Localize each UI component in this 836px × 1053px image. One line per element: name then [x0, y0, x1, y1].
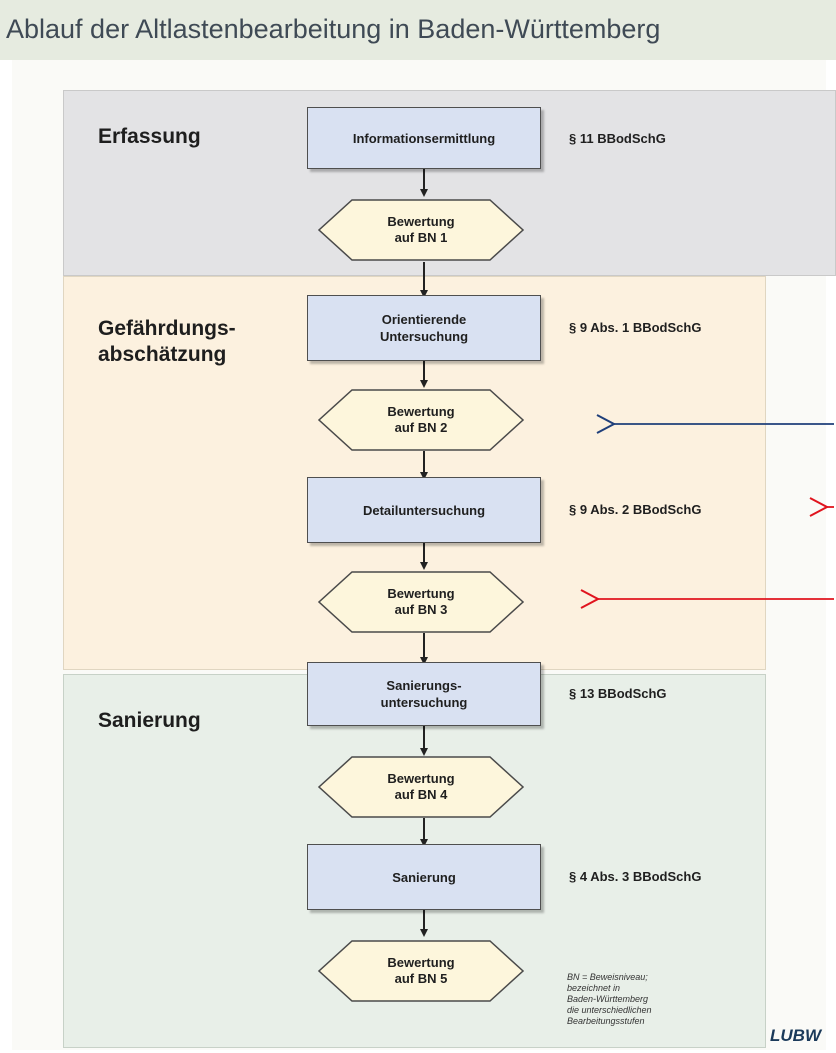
evaluation-bn4: Bewertung auf BN 4 [318, 756, 524, 818]
evaluation-label: Bewertung auf BN 5 [387, 955, 455, 986]
law-reference: § 9 Abs. 2 BBodSchG [569, 502, 702, 517]
law-reference: § 9 Abs. 1 BBodSchG [569, 320, 702, 335]
evaluation-label: Bewertung auf BN 4 [387, 771, 455, 802]
step-informationsermittlung: Informationsermittlung [307, 107, 541, 169]
evaluation-bn2: Bewertung auf BN 2 [318, 389, 524, 451]
phase-title-gefaehrdungsabschaetzung: Gefährdungs- abschätzung [98, 317, 236, 366]
hexagon-shape [318, 940, 524, 1002]
phase-title-erfassung: Erfassung [98, 125, 201, 148]
page-title: Ablauf der Altlastenbearbeitung in Baden… [6, 14, 661, 44]
step-orientierende-untersuchung: Orientierende Untersuchung [307, 295, 541, 361]
law-reference: § 11 BBodSchG [569, 131, 666, 146]
hexagon-shape [318, 756, 524, 818]
evaluation-bn3: Bewertung auf BN 3 [318, 571, 524, 633]
lubw-logo: LUBW [770, 1026, 821, 1045]
step-detailuntersuchung: Detailuntersuchung [307, 477, 541, 543]
step-sanierungsuntersuchung: Sanierungs- untersuchung [307, 662, 541, 726]
title-bar: Ablauf der Altlastenbearbeitung in Baden… [0, 0, 836, 60]
hexagon-shape [318, 199, 524, 261]
hexagon-shape [318, 389, 524, 451]
hexagon-shape [318, 571, 524, 633]
evaluation-label: Bewertung auf BN 2 [387, 404, 455, 435]
evaluation-label: Bewertung auf BN 3 [387, 586, 455, 617]
law-reference: § 4 Abs. 3 BBodSchG [569, 869, 702, 884]
footnote-bn-definition: BN = Beweisniveau; bezeichnet in Baden-W… [567, 972, 652, 1026]
evaluation-bn5: Bewertung auf BN 5 [318, 940, 524, 1002]
law-reference: § 13 BBodSchG [569, 686, 667, 701]
evaluation-bn1: Bewertung auf BN 1 [318, 199, 524, 261]
evaluation-label: Bewertung auf BN 1 [387, 214, 455, 245]
step-sanierung: Sanierung [307, 844, 541, 910]
phase-title-sanierung: Sanierung [98, 709, 201, 732]
